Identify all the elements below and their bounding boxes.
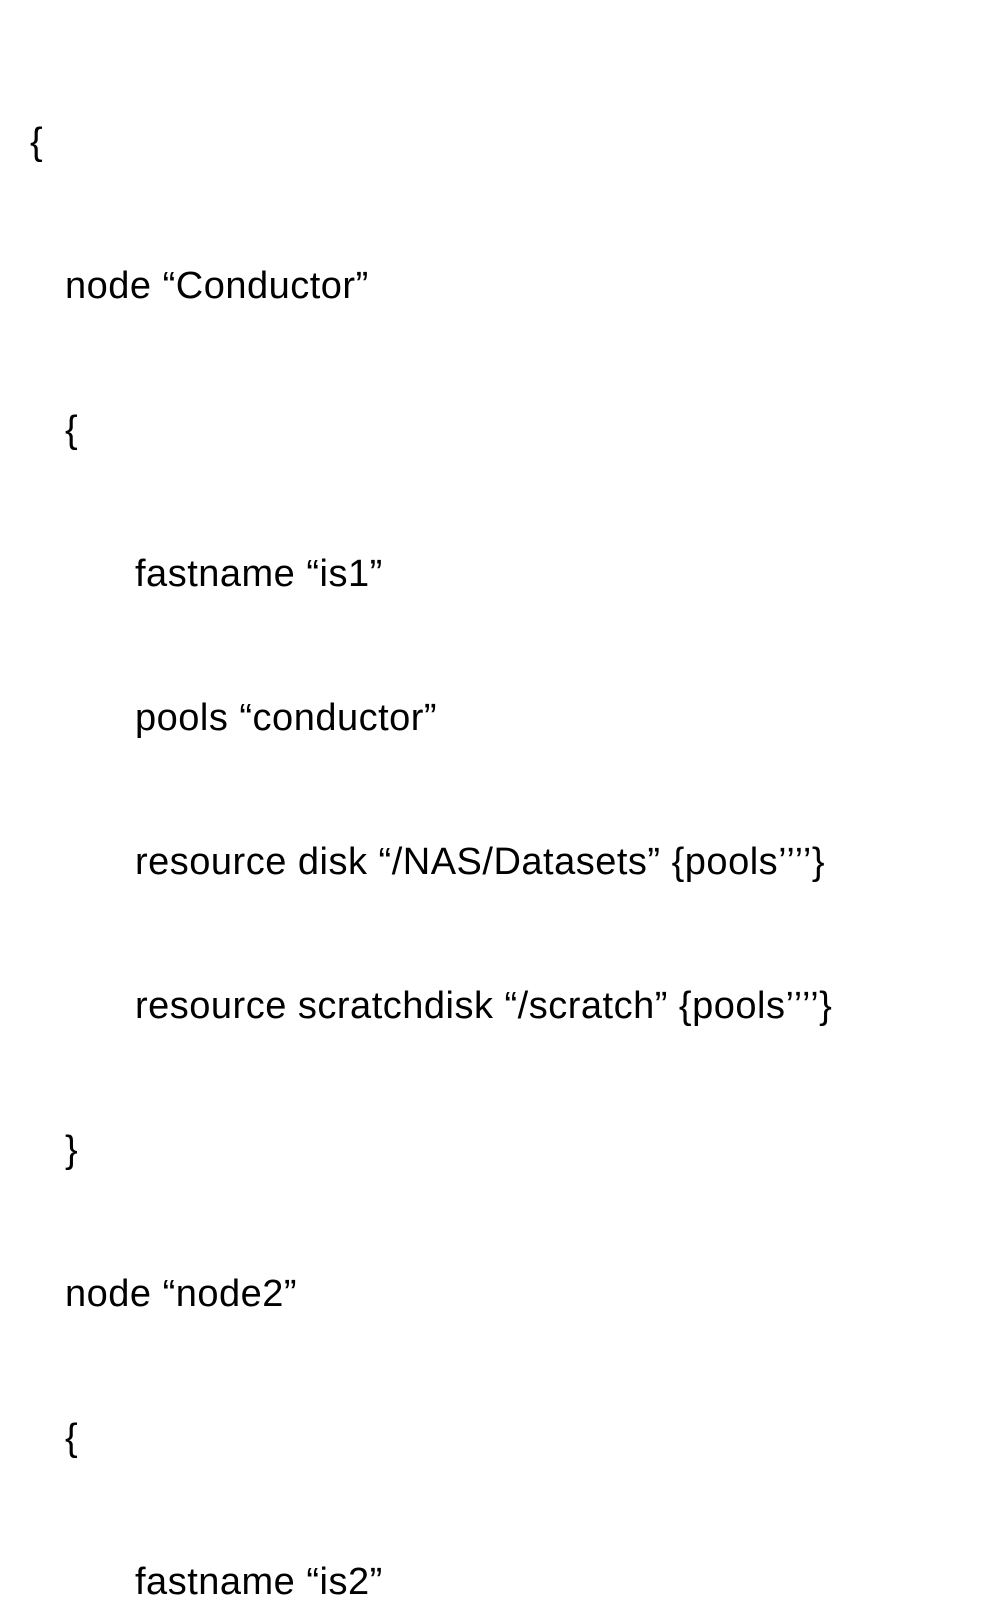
code-line-brace: {	[65, 409, 79, 451]
code-line-brace-2: {	[65, 1417, 79, 1459]
code-line-node-conductor: node “Conductor”	[65, 265, 369, 307]
code-line-fastname-is1: fastname “is1”	[135, 553, 383, 595]
code-line-resource-disk-1: resource disk “/NAS/Datasets” {pools’’’’…	[135, 841, 826, 883]
code-line-open-brace: {	[30, 121, 44, 163]
code-line-resource-scratch-1: resource scratchdisk “/scratch” {pools’’…	[135, 985, 833, 1027]
code-line-pools-conductor: pools “conductor”	[135, 697, 438, 739]
code-line-node-node2: node “node2”	[65, 1273, 298, 1315]
code-line-fastname-is2: fastname “is2”	[135, 1561, 383, 1603]
code-line-close-brace-1: }	[65, 1129, 79, 1171]
